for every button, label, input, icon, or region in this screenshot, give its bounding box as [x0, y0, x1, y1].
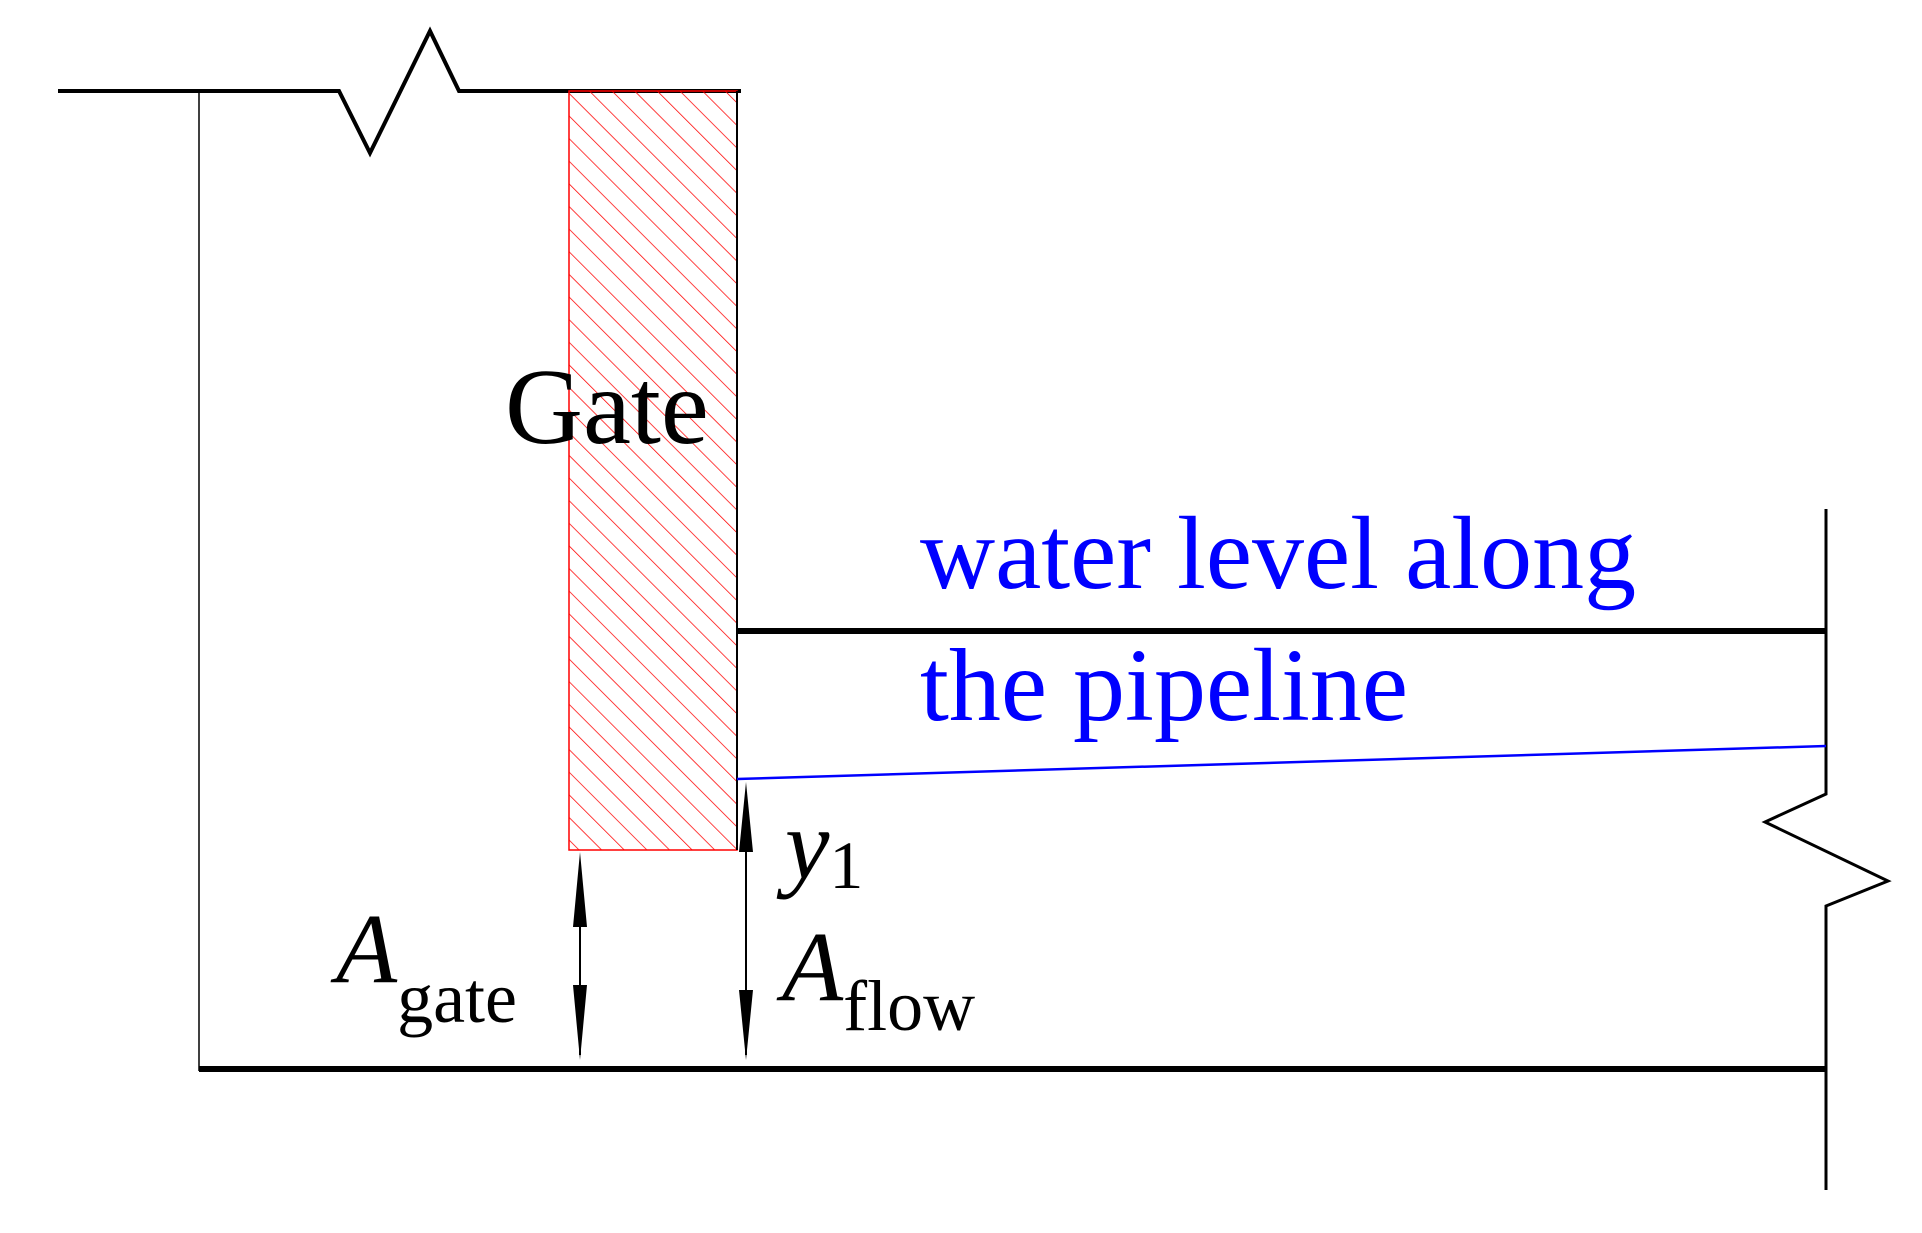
y1-label-main: y: [776, 789, 830, 900]
a-flow-dimension-arrow: [739, 782, 753, 1060]
a-flow-label: Aflow: [776, 911, 975, 1046]
a-gate-label: Agate: [330, 893, 517, 1038]
a-flow-label-main: A: [776, 911, 844, 1022]
a-gate-label-main: A: [330, 893, 398, 1004]
y1-label: y1: [776, 789, 863, 903]
a-gate-dimension-arrow: [573, 852, 587, 1060]
a-flow-label-sub: flow: [843, 966, 975, 1046]
a-gate-label-sub: gate: [397, 958, 517, 1038]
right-boundary-with-break: [1761, 509, 1892, 1190]
top-ground-line-with-break: [58, 26, 741, 158]
water-level-line: [736, 744, 1827, 781]
water-level-label-line2: the pipeline: [920, 628, 1408, 743]
gate-label: Gate: [505, 348, 709, 467]
y1-label-sub: 1: [829, 827, 863, 903]
water-level-label-line1: water level along: [920, 496, 1636, 611]
gate-body: [568, 90, 738, 851]
